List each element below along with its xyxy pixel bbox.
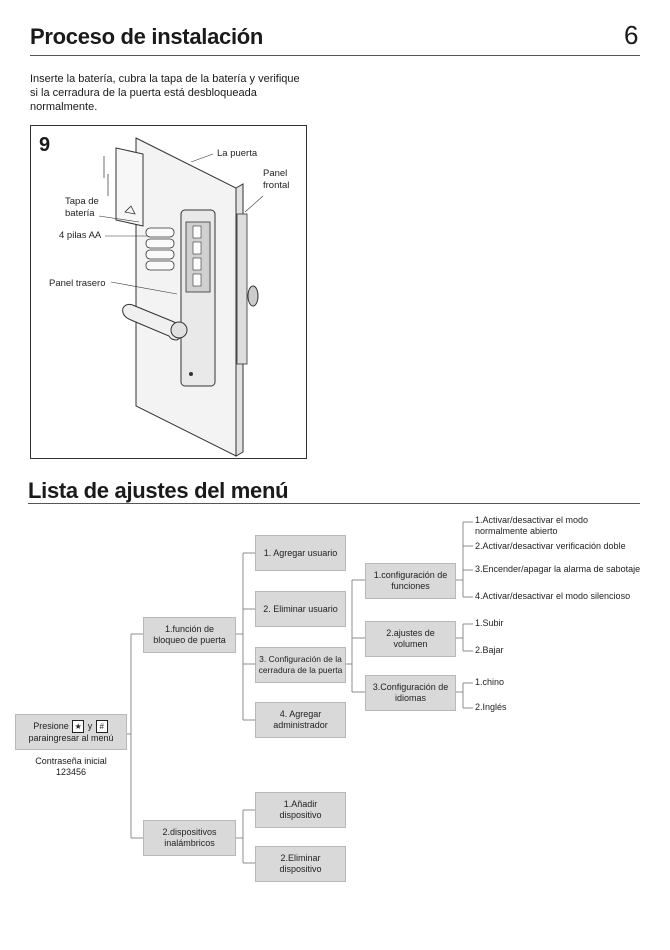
language-english-item: 2.Inglés bbox=[475, 702, 507, 712]
initial-password-label: Contraseña inicial bbox=[35, 756, 107, 766]
root-press-text: Presione bbox=[33, 720, 69, 731]
door-label: La puerta bbox=[217, 148, 258, 159]
add-admin-box: 4. Agregar administrador bbox=[255, 702, 346, 738]
config-lock-box: 3. Configuración de la cerradura de la p… bbox=[255, 647, 346, 683]
installation-figure: 9 La puerta Panel bbox=[30, 125, 307, 459]
door-lock-illustration bbox=[98, 137, 264, 457]
root-line-2: paraingresar al menú bbox=[28, 733, 114, 743]
hash-key-icon: # bbox=[95, 720, 108, 733]
function-item-4: 4.Activar/desactivar el modo silencioso bbox=[475, 591, 631, 601]
rear-panel-label: Panel trasero bbox=[49, 278, 106, 289]
root-box: Presione ★ y # paraingresar al menú bbox=[15, 714, 127, 750]
front-panel-label-1: Panel bbox=[263, 168, 288, 179]
function-item-1-line-2: normalmente abierto bbox=[475, 526, 558, 536]
volume-down-item: 2.Bajar bbox=[475, 645, 504, 655]
delete-user-box: 2. Eliminar usuario bbox=[255, 591, 346, 627]
menu-rule bbox=[28, 503, 640, 504]
functions-config-box: 1.configuración de funciones bbox=[365, 563, 456, 599]
install-instruction: Inserte la batería, cubra la tapa de la … bbox=[30, 73, 300, 113]
battery-cover-label-2: batería bbox=[65, 208, 95, 219]
menu-title: Lista de ajustes del menú bbox=[28, 478, 289, 503]
page-title: Proceso de instalación bbox=[30, 24, 264, 49]
battery-cover-label-1: Tapa de bbox=[65, 196, 99, 207]
add-user-box: 1. Agregar usuario bbox=[255, 535, 346, 571]
lock-function-box: 1.función de bloqueo de puerta bbox=[143, 617, 236, 653]
volume-settings-box: 2.ajustes de volumen bbox=[365, 621, 456, 657]
header-rule bbox=[30, 55, 640, 56]
step-number: 9 bbox=[39, 134, 51, 156]
volume-up-item: 1.Subir bbox=[475, 618, 504, 628]
function-item-2: 2.Activar/desactivar verificación doble bbox=[475, 541, 626, 551]
language-chinese-item: 1.chino bbox=[475, 677, 505, 687]
batteries-label: 4 pilas AA bbox=[59, 230, 102, 241]
star-key-icon: ★ bbox=[72, 720, 85, 733]
language-config-box: 3.Configuración de idiomas bbox=[365, 675, 456, 711]
initial-password-value: 123456 bbox=[55, 767, 87, 777]
root-line-1: Presione ★ y # bbox=[33, 720, 109, 733]
front-panel-label-2: frontal bbox=[263, 180, 290, 191]
add-device-box: 1.Añadir dispositivo bbox=[255, 792, 346, 828]
page-number: 6 bbox=[624, 20, 639, 50]
function-item-3: 3.Encender/apagar la alarma de sabotaje bbox=[475, 564, 641, 574]
wireless-devices-box: 2.dispositivos inalámbricos bbox=[143, 820, 236, 856]
root-and-text: y bbox=[87, 720, 93, 731]
delete-device-box: 2.Eliminar dispositivo bbox=[255, 846, 346, 882]
function-item-1-line-1: 1.Activar/desactivar el modo bbox=[475, 515, 589, 525]
